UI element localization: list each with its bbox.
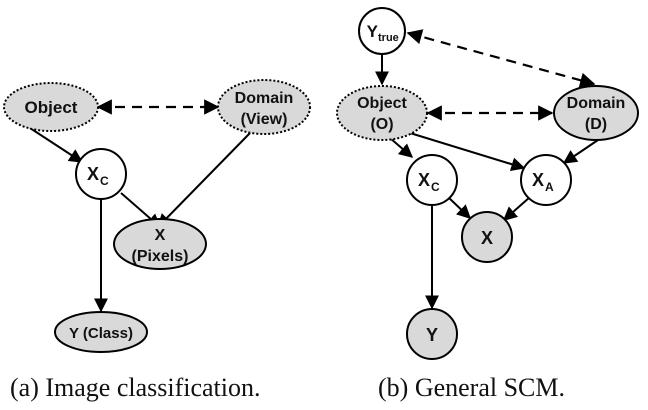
node-ytrue: Y true — [358, 7, 406, 55]
node-x-b: X — [461, 211, 513, 263]
node-xa-b-sub: A — [545, 180, 554, 194]
edge-xc-x-b — [447, 196, 472, 219]
node-x-a-label-1: X — [155, 227, 166, 244]
caption-b: (b) General SCM. — [378, 373, 565, 402]
node-xc-b-sub: C — [431, 180, 440, 194]
node-object-b: Object (O) — [336, 85, 428, 141]
node-x-a: X (Pixels) — [113, 218, 207, 270]
edge-object-xc — [29, 127, 84, 163]
node-ytrue-main: Y — [367, 22, 379, 41]
panel-b: Y true Object (O) Domain (D) X C X A — [336, 7, 639, 402]
node-domain-a-label-1: Domain — [235, 90, 294, 107]
node-domain-b: Domain (D) — [553, 85, 639, 141]
node-ytrue-sub: true — [378, 32, 399, 44]
caption-a: (a) Image classification. — [10, 373, 261, 402]
node-y-b: Y — [406, 308, 458, 360]
edge-domain-x — [157, 132, 251, 229]
node-xc-a-main: X — [87, 164, 99, 184]
node-object-a: Object — [3, 82, 99, 132]
node-domain-b-label-1: Domain — [567, 95, 626, 112]
node-object-b-label-2: (O) — [370, 116, 393, 133]
node-x-b-label: X — [481, 228, 493, 248]
node-y-a-label: Y (Class) — [69, 325, 133, 342]
node-y-a: Y (Class) — [54, 311, 148, 353]
panel-a: Object Domain (View) X C X (Pixels) Y (C… — [3, 79, 311, 402]
node-xc-b-main: X — [418, 170, 430, 190]
node-domain-a: Domain (View) — [217, 79, 311, 135]
edge-object-xa — [409, 132, 526, 171]
node-xc-a-sub: C — [100, 174, 109, 188]
node-xa-b: X A — [520, 154, 572, 206]
node-object-b-label-1: Object — [357, 95, 407, 112]
node-x-a-label-2: (Pixels) — [132, 248, 189, 265]
node-domain-b-label-2: (D) — [585, 116, 607, 133]
edge-domain-xa — [562, 139, 599, 164]
node-xc-a: X C — [75, 148, 127, 200]
node-y-b-label: Y — [426, 325, 438, 345]
edge-object-xc-b — [389, 137, 414, 158]
edge-xa-x-b — [502, 196, 531, 221]
node-object-a-label: Object — [25, 98, 78, 117]
node-xa-b-main: X — [532, 170, 544, 190]
node-domain-a-label-2: (View) — [241, 111, 288, 128]
node-xc-b: X C — [406, 154, 458, 206]
edge-ytrue-domain — [406, 29, 596, 88]
